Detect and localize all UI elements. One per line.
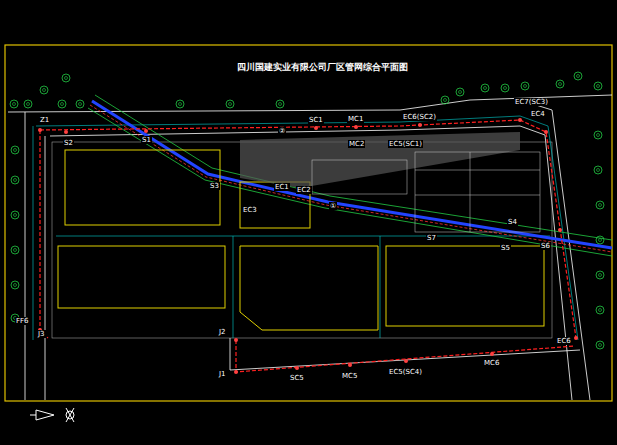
pipe-node-label: MC5 <box>341 372 358 380</box>
pipe-node-label: EC4 <box>530 110 546 118</box>
north-symbol <box>30 408 74 422</box>
pipe-node-label: J3 <box>37 330 46 338</box>
pipe-node-label: MC1 <box>347 115 364 123</box>
pipe-node-label: S1 <box>141 136 152 144</box>
pipe-node-label: MC6 <box>483 359 500 367</box>
pipe-node-label: Z1 <box>39 116 50 124</box>
drawing-title: 四川国建实业有限公司厂区管网综合平面图 <box>235 62 410 73</box>
pipe-node-label: FF6 <box>15 317 30 325</box>
road-edges <box>8 95 612 400</box>
pipe-node-label: EC5(SC4) <box>388 368 423 376</box>
pipe-node-label: EC1 <box>274 183 290 191</box>
pipe-node-label: J2 <box>218 328 227 336</box>
pipe-node-label: SC1 <box>308 116 324 124</box>
pipe-node-label: S2 <box>63 139 74 147</box>
factory-zone <box>240 132 540 232</box>
drawing-frame <box>5 45 612 401</box>
pipe-node-label: EC5(SC1) <box>388 140 423 148</box>
manholes <box>38 118 578 374</box>
pipe-node-label: J1 <box>218 370 227 378</box>
pipe-node-label: S7 <box>426 234 437 242</box>
pipe-node-label: EC6(SC2) <box>402 113 437 121</box>
pipe-node-label: S3 <box>209 182 220 190</box>
pipe-node-label: EC6 <box>556 337 572 345</box>
pipe-node-label: EC2 <box>296 186 312 194</box>
pipe-node-label: ① <box>329 202 337 210</box>
pipe-node-label: S6 <box>540 242 551 250</box>
pipe-node-label: S5 <box>500 244 511 252</box>
diagonal-road <box>88 95 612 256</box>
pipe-node-label: ② <box>278 127 286 135</box>
pipe-node-label: SC5 <box>289 374 305 382</box>
pipe-node-label: MC2 <box>348 140 365 148</box>
drain-pipe <box>40 120 576 372</box>
pipe-node-label: EC7(SC3) <box>514 98 549 106</box>
pipe-node-label: EC3 <box>242 206 258 214</box>
pipe-node-label: S4 <box>507 218 518 226</box>
trees <box>10 72 604 349</box>
